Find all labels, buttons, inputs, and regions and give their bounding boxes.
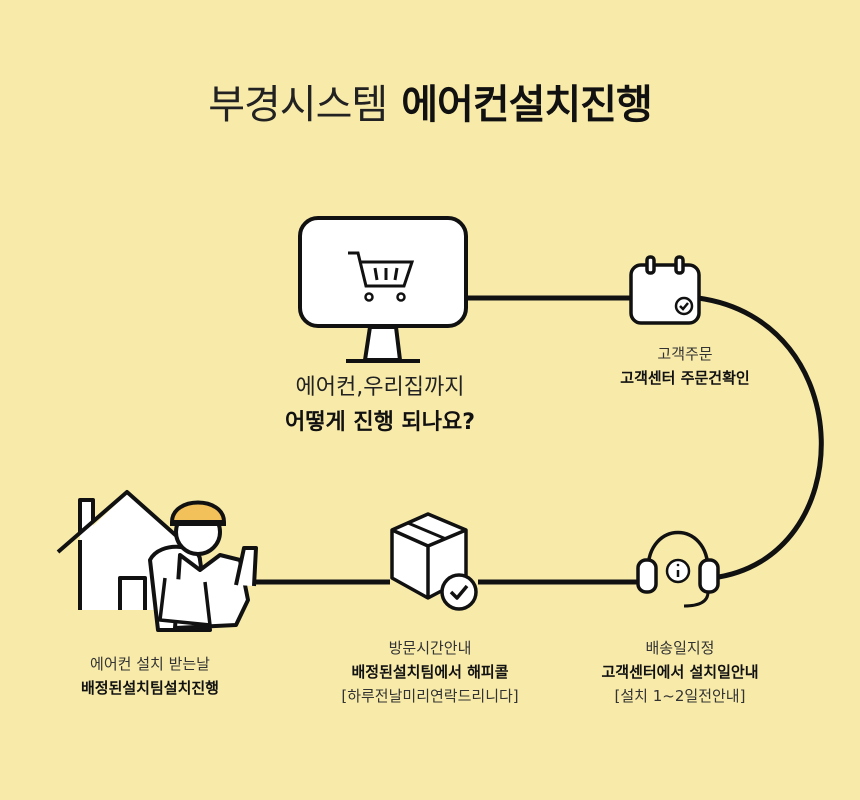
step-note: [하루전날미리연락드리니다]	[341, 687, 519, 705]
step-note: [설치 1~2일전안내]	[614, 687, 746, 705]
title-main: 에어컨설치진행	[401, 82, 653, 128]
step-desc: 고객센터 주문건확인	[620, 369, 750, 387]
question-line2: 어떻게 진행 되나요?	[284, 410, 475, 436]
step-desc: 배정된설치팀설치진행	[80, 679, 219, 697]
step-order: 고객주문 고객센터 주문건확인	[565, 342, 805, 390]
step-label: 배송일지정	[645, 639, 715, 657]
page-title: 부경시스템 에어컨설치진행	[0, 72, 860, 130]
step-label: 고객주문	[657, 345, 713, 363]
step-label: 방문시간안내	[388, 639, 472, 657]
step-desc: 배정된설치팀에서 해피콜	[351, 663, 509, 681]
question-line1: 에어컨,우리집까지	[295, 375, 465, 400]
question-block: 에어컨,우리집까지 어떻게 진행 되나요?	[230, 370, 530, 440]
monitor-cart-icon	[298, 216, 468, 363]
headset-info-icon	[636, 530, 720, 608]
title-company: 부경시스템	[208, 82, 388, 128]
package-check-icon	[390, 512, 478, 611]
step-installation: 에어컨 설치 받는날 배정된설치팀설치진행	[40, 652, 260, 700]
calendar-check-icon	[629, 255, 701, 325]
step-visit-time: 방문시간안내 배정된설치팀에서 해피콜 [하루전날미리연락드리니다]	[290, 636, 570, 708]
flow-line	[255, 295, 824, 585]
house-installer-icon	[56, 490, 258, 632]
step-delivery-date: 배송일지정 고객센터에서 설치일안내 [설치 1~2일전안내]	[555, 636, 805, 708]
step-label: 에어컨 설치 받는날	[90, 655, 210, 673]
step-desc: 고객센터에서 설치일안내	[601, 663, 759, 681]
